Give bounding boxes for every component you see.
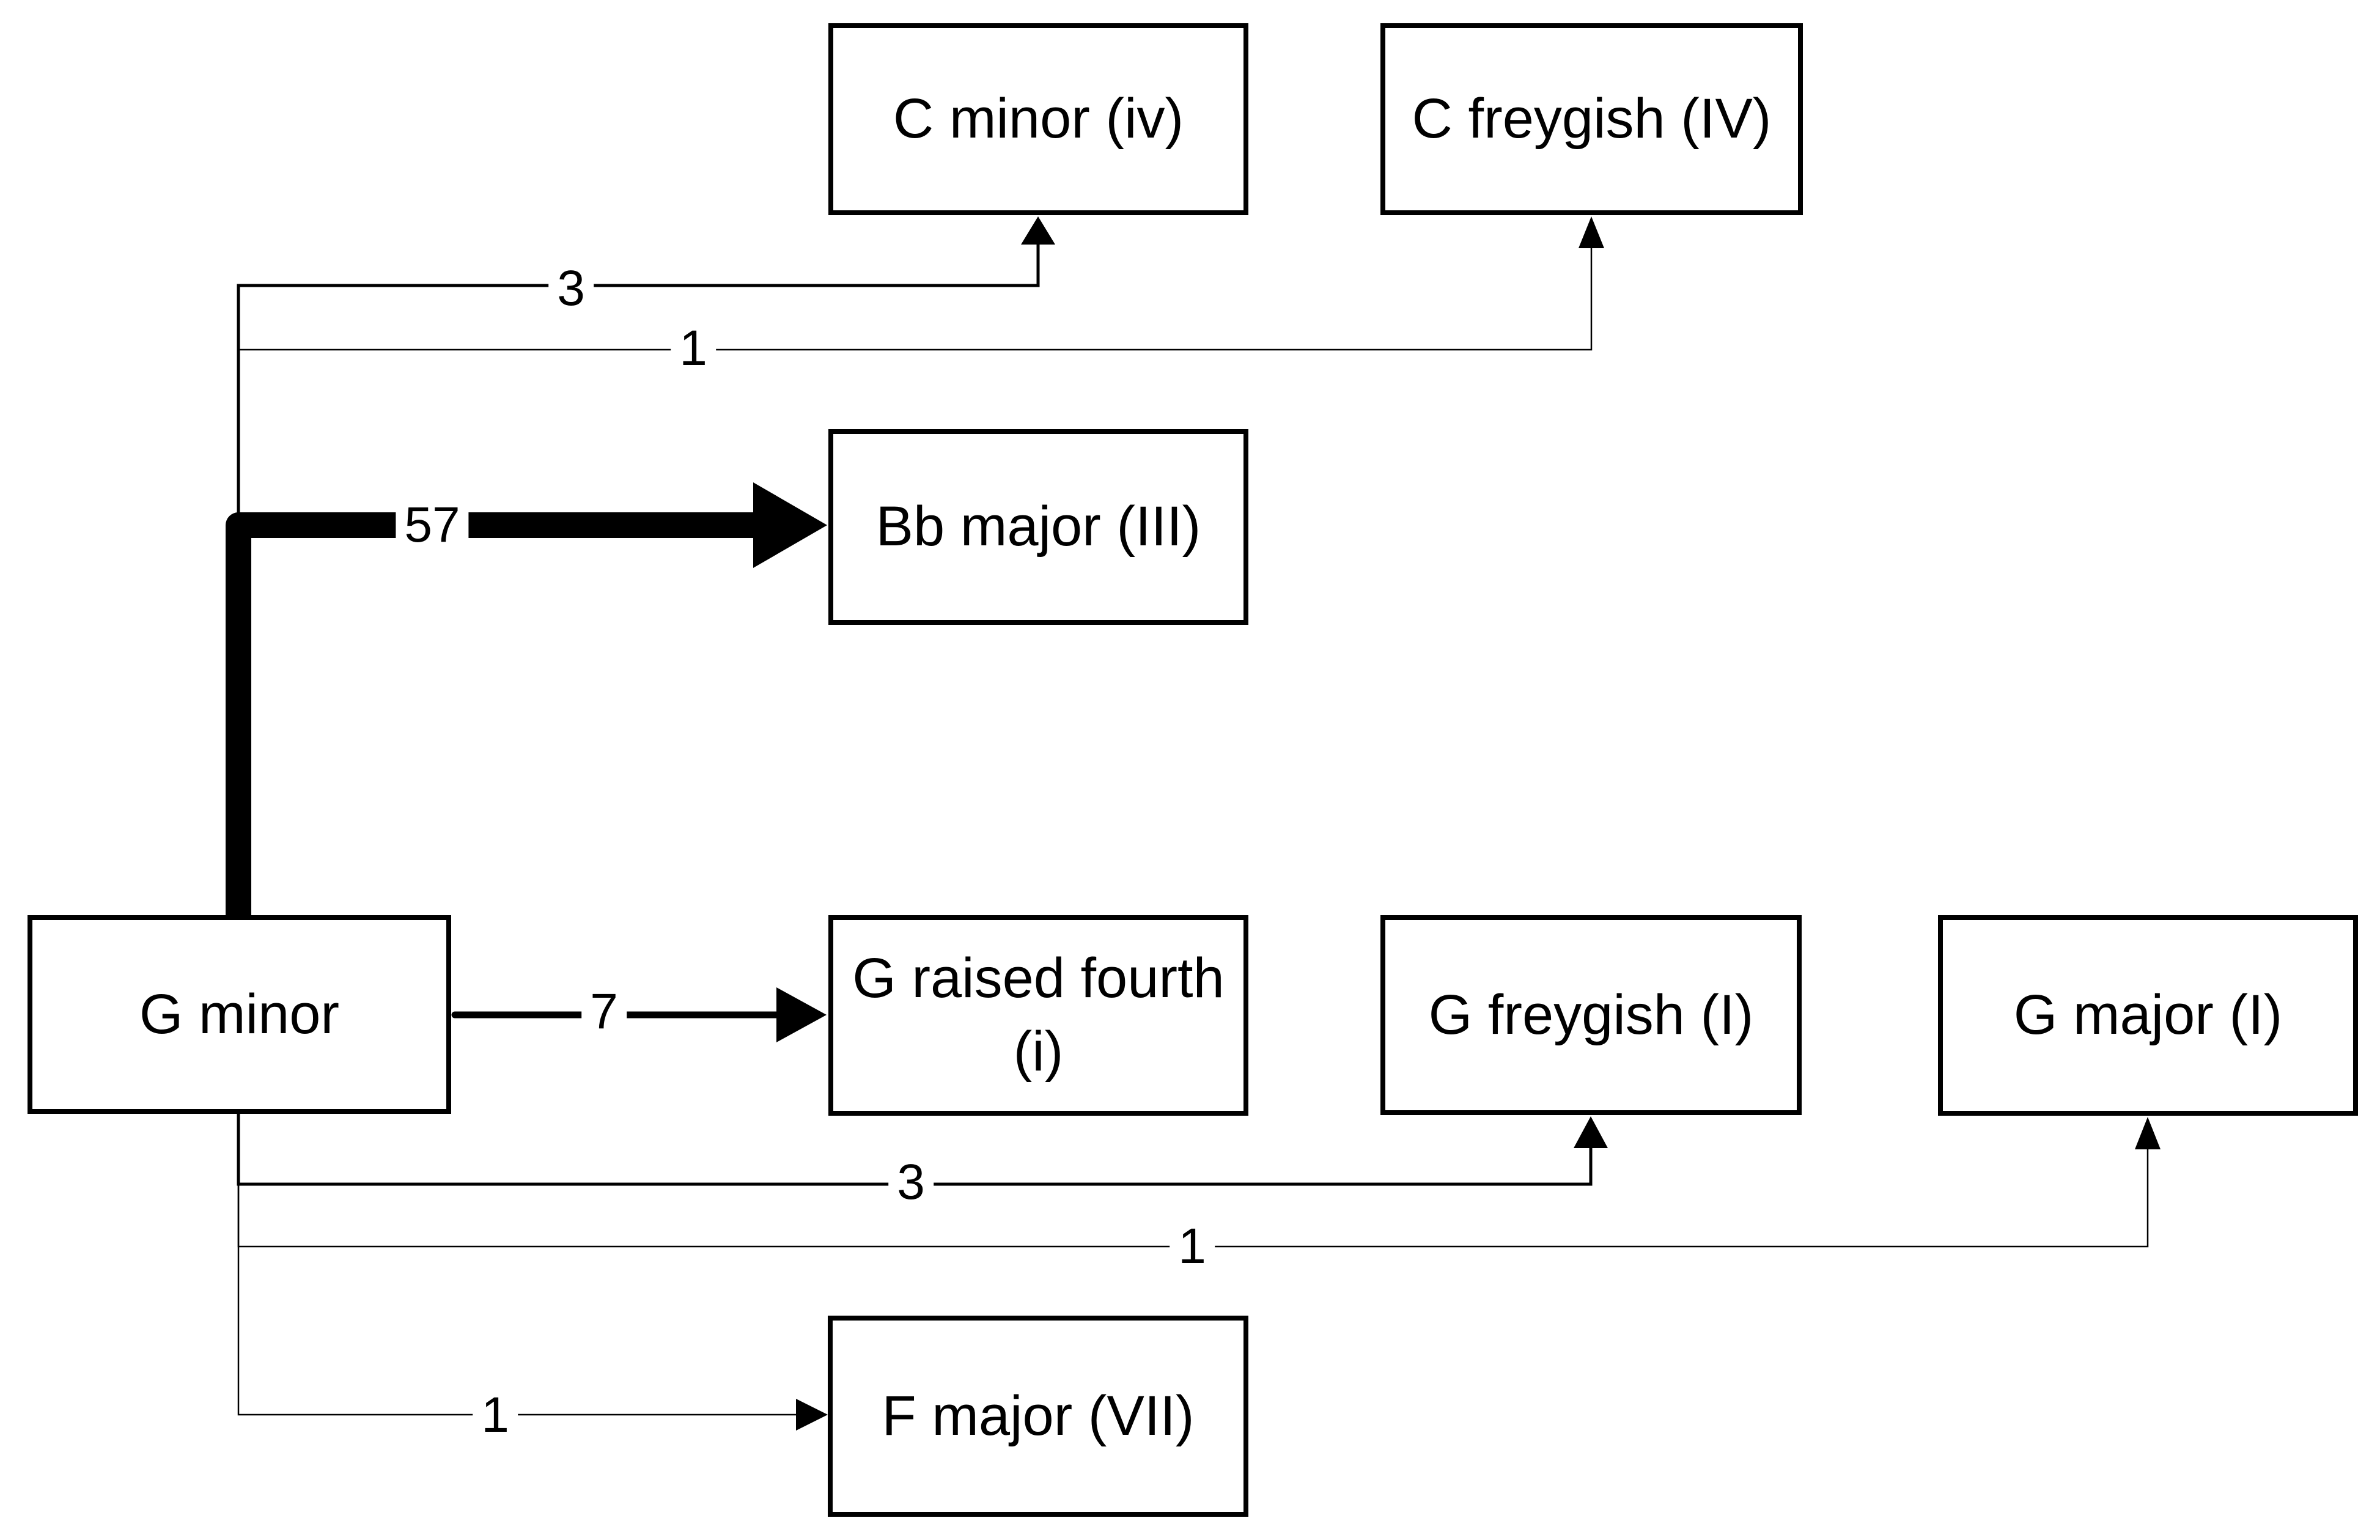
edge-c-freygish-line	[238, 247, 1593, 351]
edge-f-major-line	[237, 1114, 797, 1416]
node-bb-major-label: Bb major (III)	[875, 495, 1201, 558]
edge-label-g-raised-fourth: 7	[581, 987, 627, 1037]
edge-g-raised-fourth-arrowhead-icon	[776, 987, 827, 1042]
edge-bb-major-line	[226, 512, 770, 935]
edge-c-freygish-arrowhead-icon	[1579, 216, 1604, 248]
node-g-minor: G minor	[28, 915, 451, 1114]
edge-label-bb-major: 57	[396, 500, 469, 550]
edge-label-c-minor: 3	[548, 263, 594, 314]
edge-g-major-arrowhead-icon	[2135, 1117, 2161, 1149]
edge-bb-major-arrowhead-icon	[753, 482, 827, 568]
node-g-raised-fourth-label: G raised fourth (i)	[852, 947, 1225, 1083]
node-f-major: F major (VII)	[828, 1316, 1248, 1517]
edge-c-minor-arrowhead-icon	[1021, 216, 1055, 245]
node-c-freygish-label: C freygish (IV)	[1412, 87, 1772, 150]
node-g-minor-label: G minor	[139, 982, 340, 1045]
edge-label-f-major: 1	[473, 1390, 518, 1440]
node-g-raised-fourth: G raised fourth (i)	[828, 915, 1248, 1116]
node-g-major: G major (I)	[1938, 915, 2358, 1116]
edge-g-freygish-arrowhead-icon	[1574, 1116, 1608, 1148]
node-f-major-label: F major (VII)	[882, 1384, 1195, 1447]
node-c-freygish: C freygish (IV)	[1380, 23, 1803, 215]
node-bb-major: Bb major (III)	[828, 429, 1248, 625]
node-g-major-label: G major (I)	[2013, 984, 2283, 1047]
node-c-minor: C minor (iv)	[828, 23, 1248, 215]
edge-label-g-freygish: 3	[888, 1157, 934, 1207]
edge-label-g-major: 1	[1170, 1221, 1215, 1272]
edge-f-major-arrowhead-icon	[796, 1399, 828, 1431]
node-g-freygish-label: G freygish (I)	[1428, 983, 1754, 1046]
node-g-freygish: G freygish (I)	[1380, 915, 1802, 1115]
node-c-minor-label: C minor (iv)	[893, 87, 1184, 150]
edge-label-c-freygish: 1	[671, 323, 716, 374]
